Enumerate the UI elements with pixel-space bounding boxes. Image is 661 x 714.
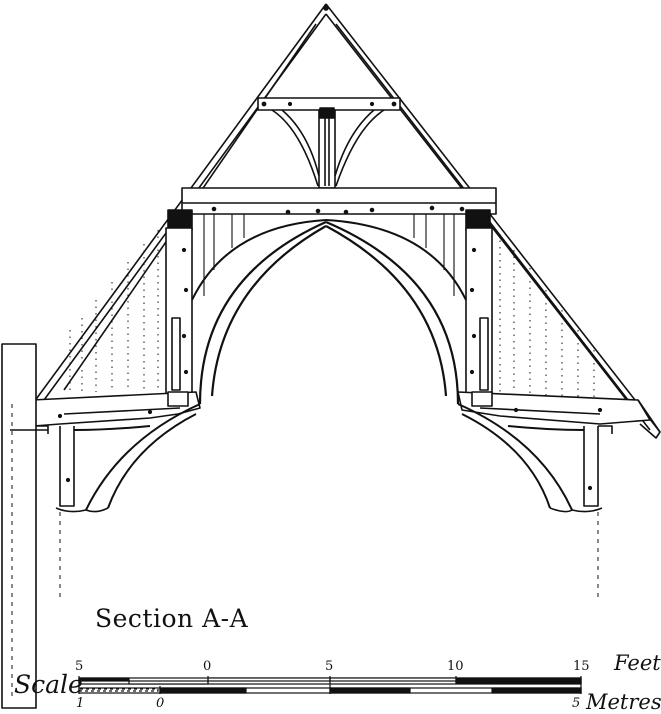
section-title: Section A-A bbox=[95, 604, 249, 633]
feet-tick-label: 10 bbox=[447, 659, 464, 674]
scale-bar bbox=[78, 676, 582, 694]
arch-brace-inner bbox=[198, 220, 460, 405]
feet-tick-label: 5 bbox=[325, 659, 334, 674]
left-masonry-wall bbox=[1, 343, 49, 709]
feet-tick-label: 0 bbox=[203, 659, 212, 674]
right-ashlar-hatch bbox=[499, 234, 595, 402]
right-rafter bbox=[325, 3, 661, 433]
metre-tick-label: 1 bbox=[76, 696, 85, 711]
left-wall-plate bbox=[167, 209, 193, 231]
ridge-peg bbox=[323, 5, 329, 11]
feet-tick-label: 5 bbox=[75, 659, 84, 674]
arch-brace-outer bbox=[191, 219, 467, 301]
tie-beam bbox=[181, 187, 497, 215]
metre-tick-label: 5 bbox=[572, 696, 581, 711]
scale-label: Scale bbox=[14, 670, 83, 699]
left-ashlar-hatch bbox=[69, 230, 159, 392]
right-lower-brace bbox=[457, 403, 585, 511]
right-post bbox=[465, 227, 493, 405]
right-eaves-end bbox=[598, 399, 661, 439]
feet-tick-label: 15 bbox=[573, 659, 590, 674]
king-post bbox=[318, 107, 336, 189]
metres-unit-label: Metres bbox=[586, 690, 661, 714]
metre-tick-label: 0 bbox=[156, 696, 165, 711]
left-lower-brace bbox=[73, 403, 201, 511]
feet-unit-label: Feet bbox=[614, 651, 661, 675]
infill-boards bbox=[203, 214, 455, 296]
collar-beam bbox=[257, 97, 401, 111]
left-post bbox=[165, 227, 193, 405]
left-sole-piece bbox=[31, 391, 201, 427]
left-wall-post bbox=[55, 426, 109, 600]
right-wall-post bbox=[549, 426, 603, 600]
right-wall-plate bbox=[465, 209, 491, 231]
upper-braces bbox=[271, 109, 385, 187]
